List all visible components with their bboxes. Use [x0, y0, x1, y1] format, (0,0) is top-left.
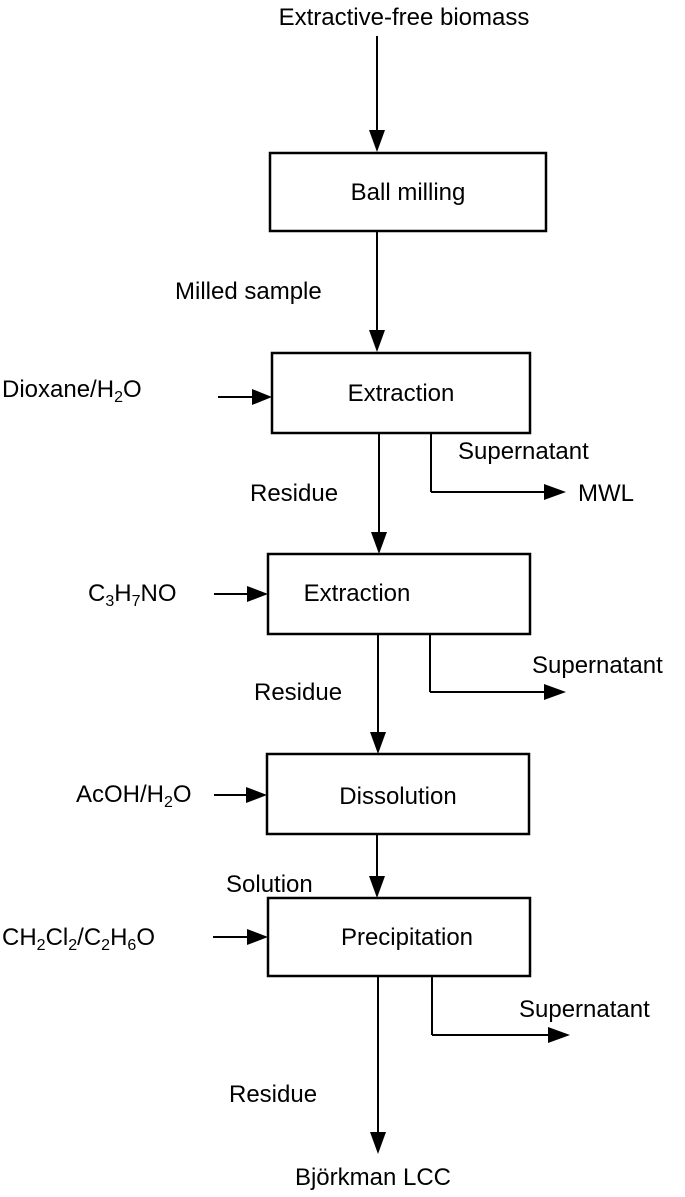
milled-sample-label: Milled sample [175, 278, 322, 305]
residue-2-label: Residue [254, 679, 342, 706]
dmf-label: C3H7NO [88, 580, 177, 610]
residue-1-label: Residue [250, 480, 338, 507]
arrowhead-ball-milling-to-extraction [369, 330, 385, 352]
output-label: Björkman LCC [295, 1164, 451, 1191]
arrowhead-supernatant-2 [544, 684, 566, 700]
arrowhead-dissolution-to-precipitation [369, 876, 385, 898]
arrowhead-supernatant-to-mwl [544, 484, 566, 500]
extraction-1-label: Extraction [348, 380, 455, 407]
supernatant-2-label: Supernatant [532, 652, 663, 679]
dcm-ethanol-label: CH2Cl2/C2H6O [2, 924, 155, 954]
dissolution-box [265, 752, 531, 836]
ball-milling-label: Ball milling [351, 179, 466, 206]
precipitation-label: Precipitation [341, 924, 473, 951]
arrowhead-dioxane-to-extraction [252, 389, 272, 405]
dioxane-water-label: Dioxane/H2O [2, 376, 142, 406]
mwl-label: MWL [578, 480, 634, 507]
arrowhead-dcm-to-precipitation [247, 929, 268, 945]
acoh-water-label: AcOH/H2O [76, 781, 192, 811]
residue-3-label: Residue [229, 1081, 317, 1108]
arrowhead-precipitation-to-output [370, 1132, 386, 1154]
ball-milling-box [268, 151, 548, 233]
arrowhead-acoh-to-dissolution [246, 787, 267, 803]
solution-label: Solution [226, 871, 313, 898]
supernatant-1-label: Supernatant [458, 438, 589, 465]
arrowhead-input-to-ball-milling [369, 130, 385, 152]
extraction-2-label: Extraction [304, 580, 411, 607]
arrowhead-extraction-1-to-extraction-2 [371, 532, 387, 554]
arrowhead-supernatant-3 [548, 1027, 570, 1043]
extraction-2-box [266, 552, 532, 636]
supernatant-3-label: Supernatant [519, 996, 650, 1023]
dissolution-label: Dissolution [339, 783, 456, 810]
input-label: Extractive-free biomass [279, 4, 530, 31]
arrowhead-dmf-to-extraction [247, 586, 268, 602]
extraction-1-box [270, 351, 532, 435]
arrowhead-extraction-2-to-dissolution [370, 732, 386, 754]
